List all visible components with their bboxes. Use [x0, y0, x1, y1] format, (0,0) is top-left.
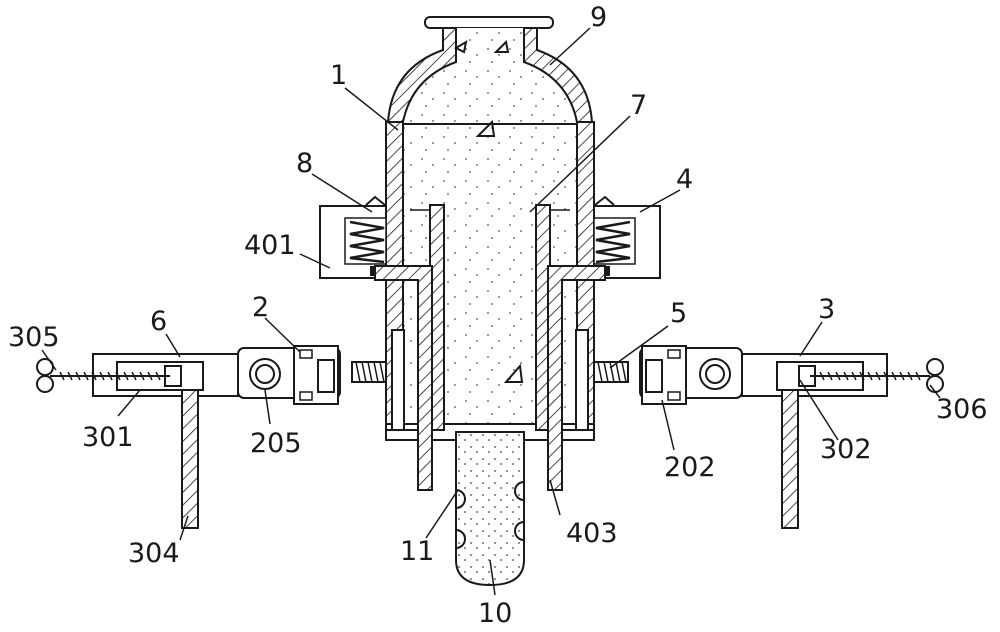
label-301: 301: [82, 422, 134, 453]
label-401: 401: [244, 230, 296, 261]
right-assembly: [593, 345, 944, 529]
label-4: 4: [676, 164, 693, 195]
leg-right: [781, 389, 799, 529]
leader-lines: [41, 27, 941, 596]
wing-nut-right: [926, 358, 944, 376]
labels: 1 2 3 4 5 6 7 8 9 10 11 202 205 301 302 …: [8, 2, 988, 629]
left-clamp: [319, 195, 433, 491]
label-9: 9: [590, 2, 607, 33]
label-5: 5: [670, 298, 687, 329]
right-arm-403: [547, 265, 606, 491]
right-clamp: [547, 195, 661, 491]
label-304: 304: [128, 538, 180, 569]
label-302: 302: [820, 434, 872, 465]
leg-304: [181, 389, 199, 529]
label-305: 305: [8, 322, 60, 353]
label-3: 3: [818, 294, 835, 325]
label-8: 8: [296, 148, 313, 179]
label-10: 10: [478, 598, 512, 629]
test-tube: [455, 431, 525, 587]
label-6: 6: [150, 306, 167, 337]
bottle-cap: [424, 16, 554, 29]
label-11: 11: [400, 536, 434, 567]
left-spring: [349, 220, 385, 264]
label-7: 7: [630, 90, 647, 121]
left-arm-403: [374, 265, 433, 491]
right-spring: [595, 220, 631, 264]
label-306: 306: [936, 394, 988, 425]
label-202: 202: [664, 452, 716, 483]
left-assembly: [36, 345, 387, 529]
test-tube-body: [455, 431, 525, 587]
label-403: 403: [566, 518, 618, 549]
label-1: 1: [330, 60, 347, 91]
label-205: 205: [250, 428, 302, 459]
label-2: 2: [252, 292, 269, 323]
